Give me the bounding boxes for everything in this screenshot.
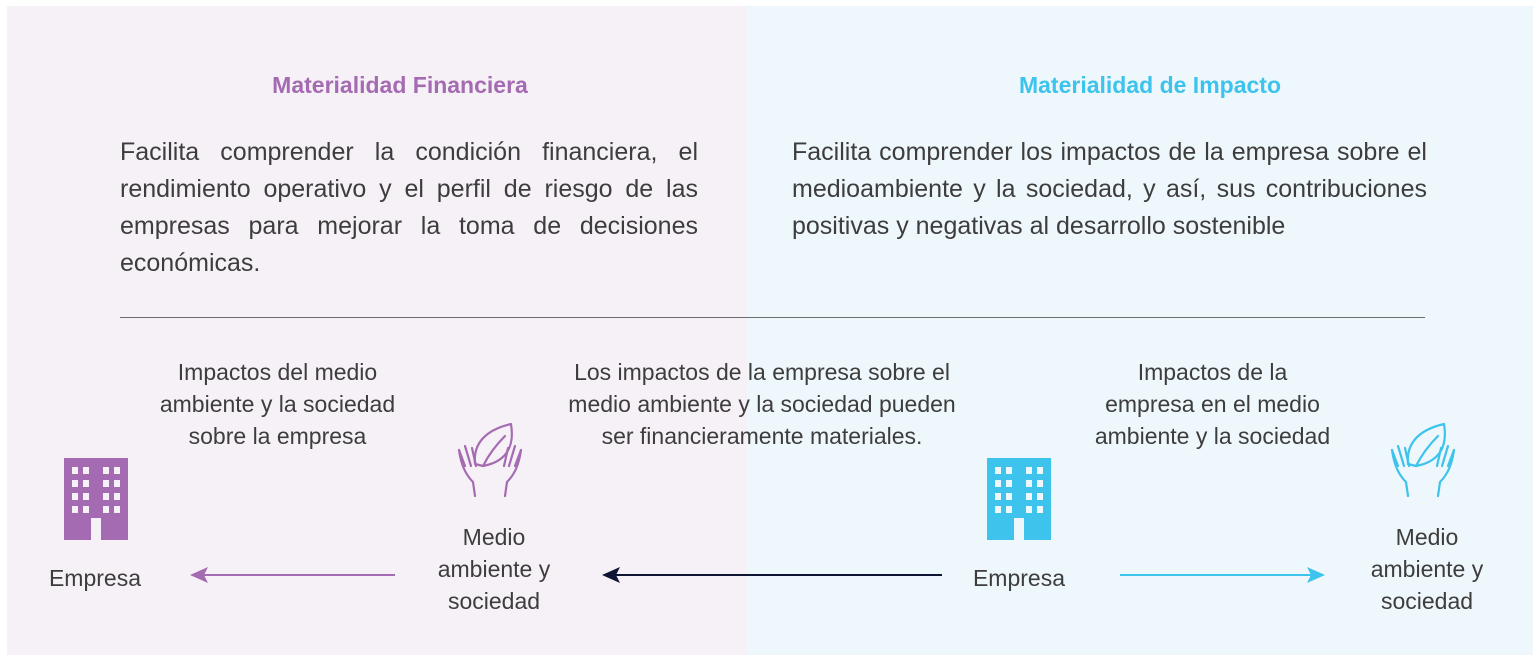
environment-impacts-on-company-label: Impactos del medio ambiente y la socieda…	[159, 359, 396, 449]
company-impacts-on-environment-label: Impactos de la empresa en el medio ambie…	[1094, 359, 1331, 449]
financially-material-impacts-label: Los impactos de la empresa sobre el medi…	[568, 359, 956, 449]
arrow-icon	[602, 567, 942, 583]
financial-materiality-title: Materialidad Financiera	[272, 72, 528, 98]
environment-society-label: Medio ambiente y sociedad	[437, 524, 551, 614]
building-icon	[987, 458, 1051, 540]
impact-materiality-description: Facilita comprender los impactos de la e…	[792, 138, 1427, 240]
hands-leaf-icon	[457, 422, 523, 498]
company-label: Empresa	[972, 565, 1066, 591]
impact-materiality-panel	[747, 6, 1533, 655]
company-label: Empresa	[48, 565, 142, 591]
financial-materiality-description: Facilita comprender la condición financi…	[120, 138, 698, 277]
hands-leaf-icon	[1390, 422, 1456, 498]
building-icon	[64, 458, 128, 540]
arrow-icon	[1120, 567, 1325, 583]
environment-society-label: Medio ambiente y sociedad	[1370, 524, 1484, 614]
arrow-icon	[190, 567, 395, 583]
impact-materiality-title: Materialidad de Impacto	[1018, 72, 1281, 98]
divider	[120, 317, 1425, 318]
financial-materiality-panel	[7, 6, 747, 655]
